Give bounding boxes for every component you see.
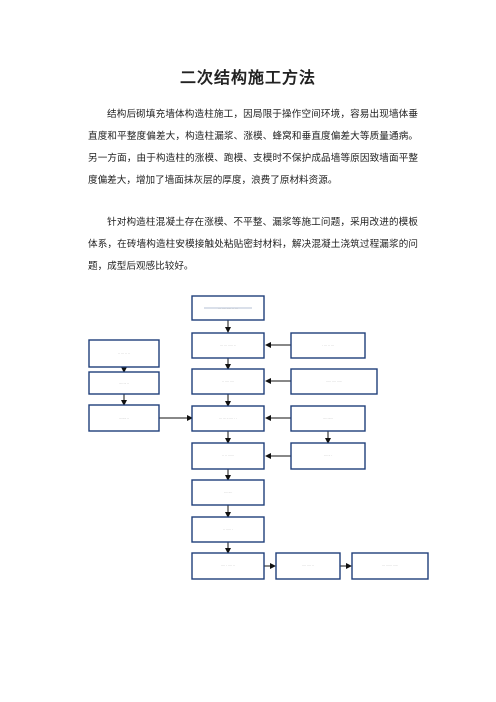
flow-box-bottom-1: ···· ···· ··: [275, 552, 341, 580]
flow-box-left-2: ···· ··· ··: [88, 371, 160, 395]
svg-text:··· ··· ····· ··: ··· ··· ····· ··: [220, 343, 235, 347]
document-title: 二次结构施工方法: [179, 68, 316, 87]
flow-box-1: ··· ···· ····· ·· ···: [191, 295, 265, 321]
svg-text:········ ··: ········ ··: [119, 416, 130, 420]
flow-box-6: ···· ····: [191, 479, 265, 506]
flow-connectors: [121, 320, 352, 569]
flow-box-right-3: ···· ······: [290, 405, 366, 432]
svg-text:·· ···· ····: ·· ···· ····: [222, 379, 233, 383]
svg-text:··· ······ ·····: ··· ······ ·····: [382, 563, 397, 567]
flow-box-7: ·· ····· ·: [191, 516, 265, 543]
flow-box-5: ·· ·· ······: [191, 442, 265, 470]
flow-box-3: ·· ···· ····: [191, 368, 265, 395]
paragraph-1: 结构后砌填充墙体构造柱施工，因局限于操作空间环境，容易出现墙体垂直度和平整度偏差…: [88, 109, 418, 186]
svg-text:···· ···· ··: ···· ···· ··: [302, 563, 313, 567]
flow-box-right-4: ···· ·· ·: [290, 442, 366, 470]
svg-text:···· · ···· ··: ···· · ···· ··: [221, 563, 234, 567]
svg-text:····· ···· ·····: ····· ···· ·····: [326, 379, 341, 383]
svg-text:···· ··· ··: ···· ··· ··: [119, 381, 130, 385]
flow-box-4: ··· ··· ·· ···· · ·: [191, 405, 265, 432]
svg-text:··· ···· ····· ·· ···: ··· ···· ····· ·· ···: [218, 306, 238, 310]
svg-text:· ··· ·· ···: · ··· ·· ···: [322, 343, 333, 347]
flow-box-left-1: ·· ··· ·· ··: [88, 339, 160, 368]
svg-text:···· ······: ···· ······: [323, 416, 334, 420]
svg-text:·· ····· ·: ·· ····· ·: [223, 527, 233, 531]
paragraph-2: 针对构造柱混凝土存在涨模、不平整、漏浆等施工问题，采用改进的模板体系，在砖墙构造…: [88, 217, 418, 272]
flow-box-right-2: ····· ···· ·····: [290, 368, 378, 395]
flow-box-2: ··· ··· ····· ··: [191, 332, 265, 359]
flow-box-right-1: · ··· ·· ···: [290, 332, 366, 359]
flow-box-8: ···· · ···· ··: [191, 552, 265, 580]
svg-text:···· ·· ·: ···· ·· ·: [324, 453, 333, 457]
svg-text:··· ··· ·· ···· · ·: ··· ··· ·· ···· · ·: [219, 416, 237, 420]
flow-box-left-3: ········ ··: [88, 404, 160, 432]
svg-text:·· ··· ·· ··: ·· ··· ·· ··: [118, 351, 129, 355]
svg-text:·· ·· ······: ·· ·· ······: [222, 453, 233, 457]
svg-text:···· ····: ···· ····: [224, 490, 233, 494]
flow-box-bottom-2: ··· ······ ·····: [351, 552, 429, 580]
